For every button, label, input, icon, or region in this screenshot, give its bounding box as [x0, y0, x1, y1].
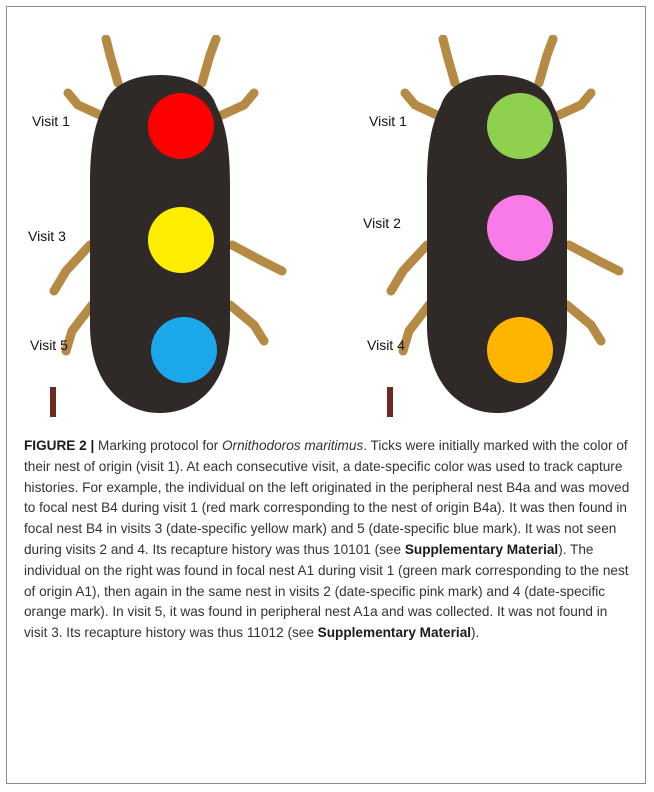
- caption-text: ).: [471, 625, 479, 640]
- visit-label-3: Visit 3: [28, 228, 66, 244]
- mark-orange: [487, 317, 553, 383]
- scale-bar: [50, 387, 56, 417]
- caption-text: . Ticks were initially marked with the c…: [24, 438, 629, 557]
- mark-green: [487, 93, 553, 159]
- visit-label-4: Visit 4: [367, 337, 405, 353]
- mark-yellow: [148, 207, 214, 273]
- figure-label: FIGURE 2 |: [24, 438, 94, 453]
- figure-caption: FIGURE 2 | Marking protocol for Ornithod…: [24, 436, 630, 644]
- supplementary-material-reference[interactable]: Supplementary Material: [405, 542, 558, 557]
- supplementary-material-reference[interactable]: Supplementary Material: [318, 625, 471, 640]
- species-name: Ornithodoros maritimus: [222, 438, 363, 453]
- mark-pink: [487, 195, 553, 261]
- mark-red: [148, 93, 214, 159]
- mark-blue: [151, 317, 217, 383]
- left-tick-panel: Visit 1 Visit 3 Visit 5: [10, 35, 310, 423]
- visit-label-1: Visit 1: [32, 113, 70, 129]
- visit-label-5: Visit 5: [30, 337, 68, 353]
- caption-text: Marking protocol for: [94, 438, 222, 453]
- figure-frame: Visit 1 Visit 3 Visit 5 Visit 1 Visit 2 …: [6, 6, 646, 784]
- scale-bar: [387, 387, 393, 417]
- visit-label-2: Visit 2: [363, 215, 401, 231]
- visit-label-1: Visit 1: [369, 113, 407, 129]
- right-tick-panel: Visit 1 Visit 2 Visit 4: [347, 35, 647, 423]
